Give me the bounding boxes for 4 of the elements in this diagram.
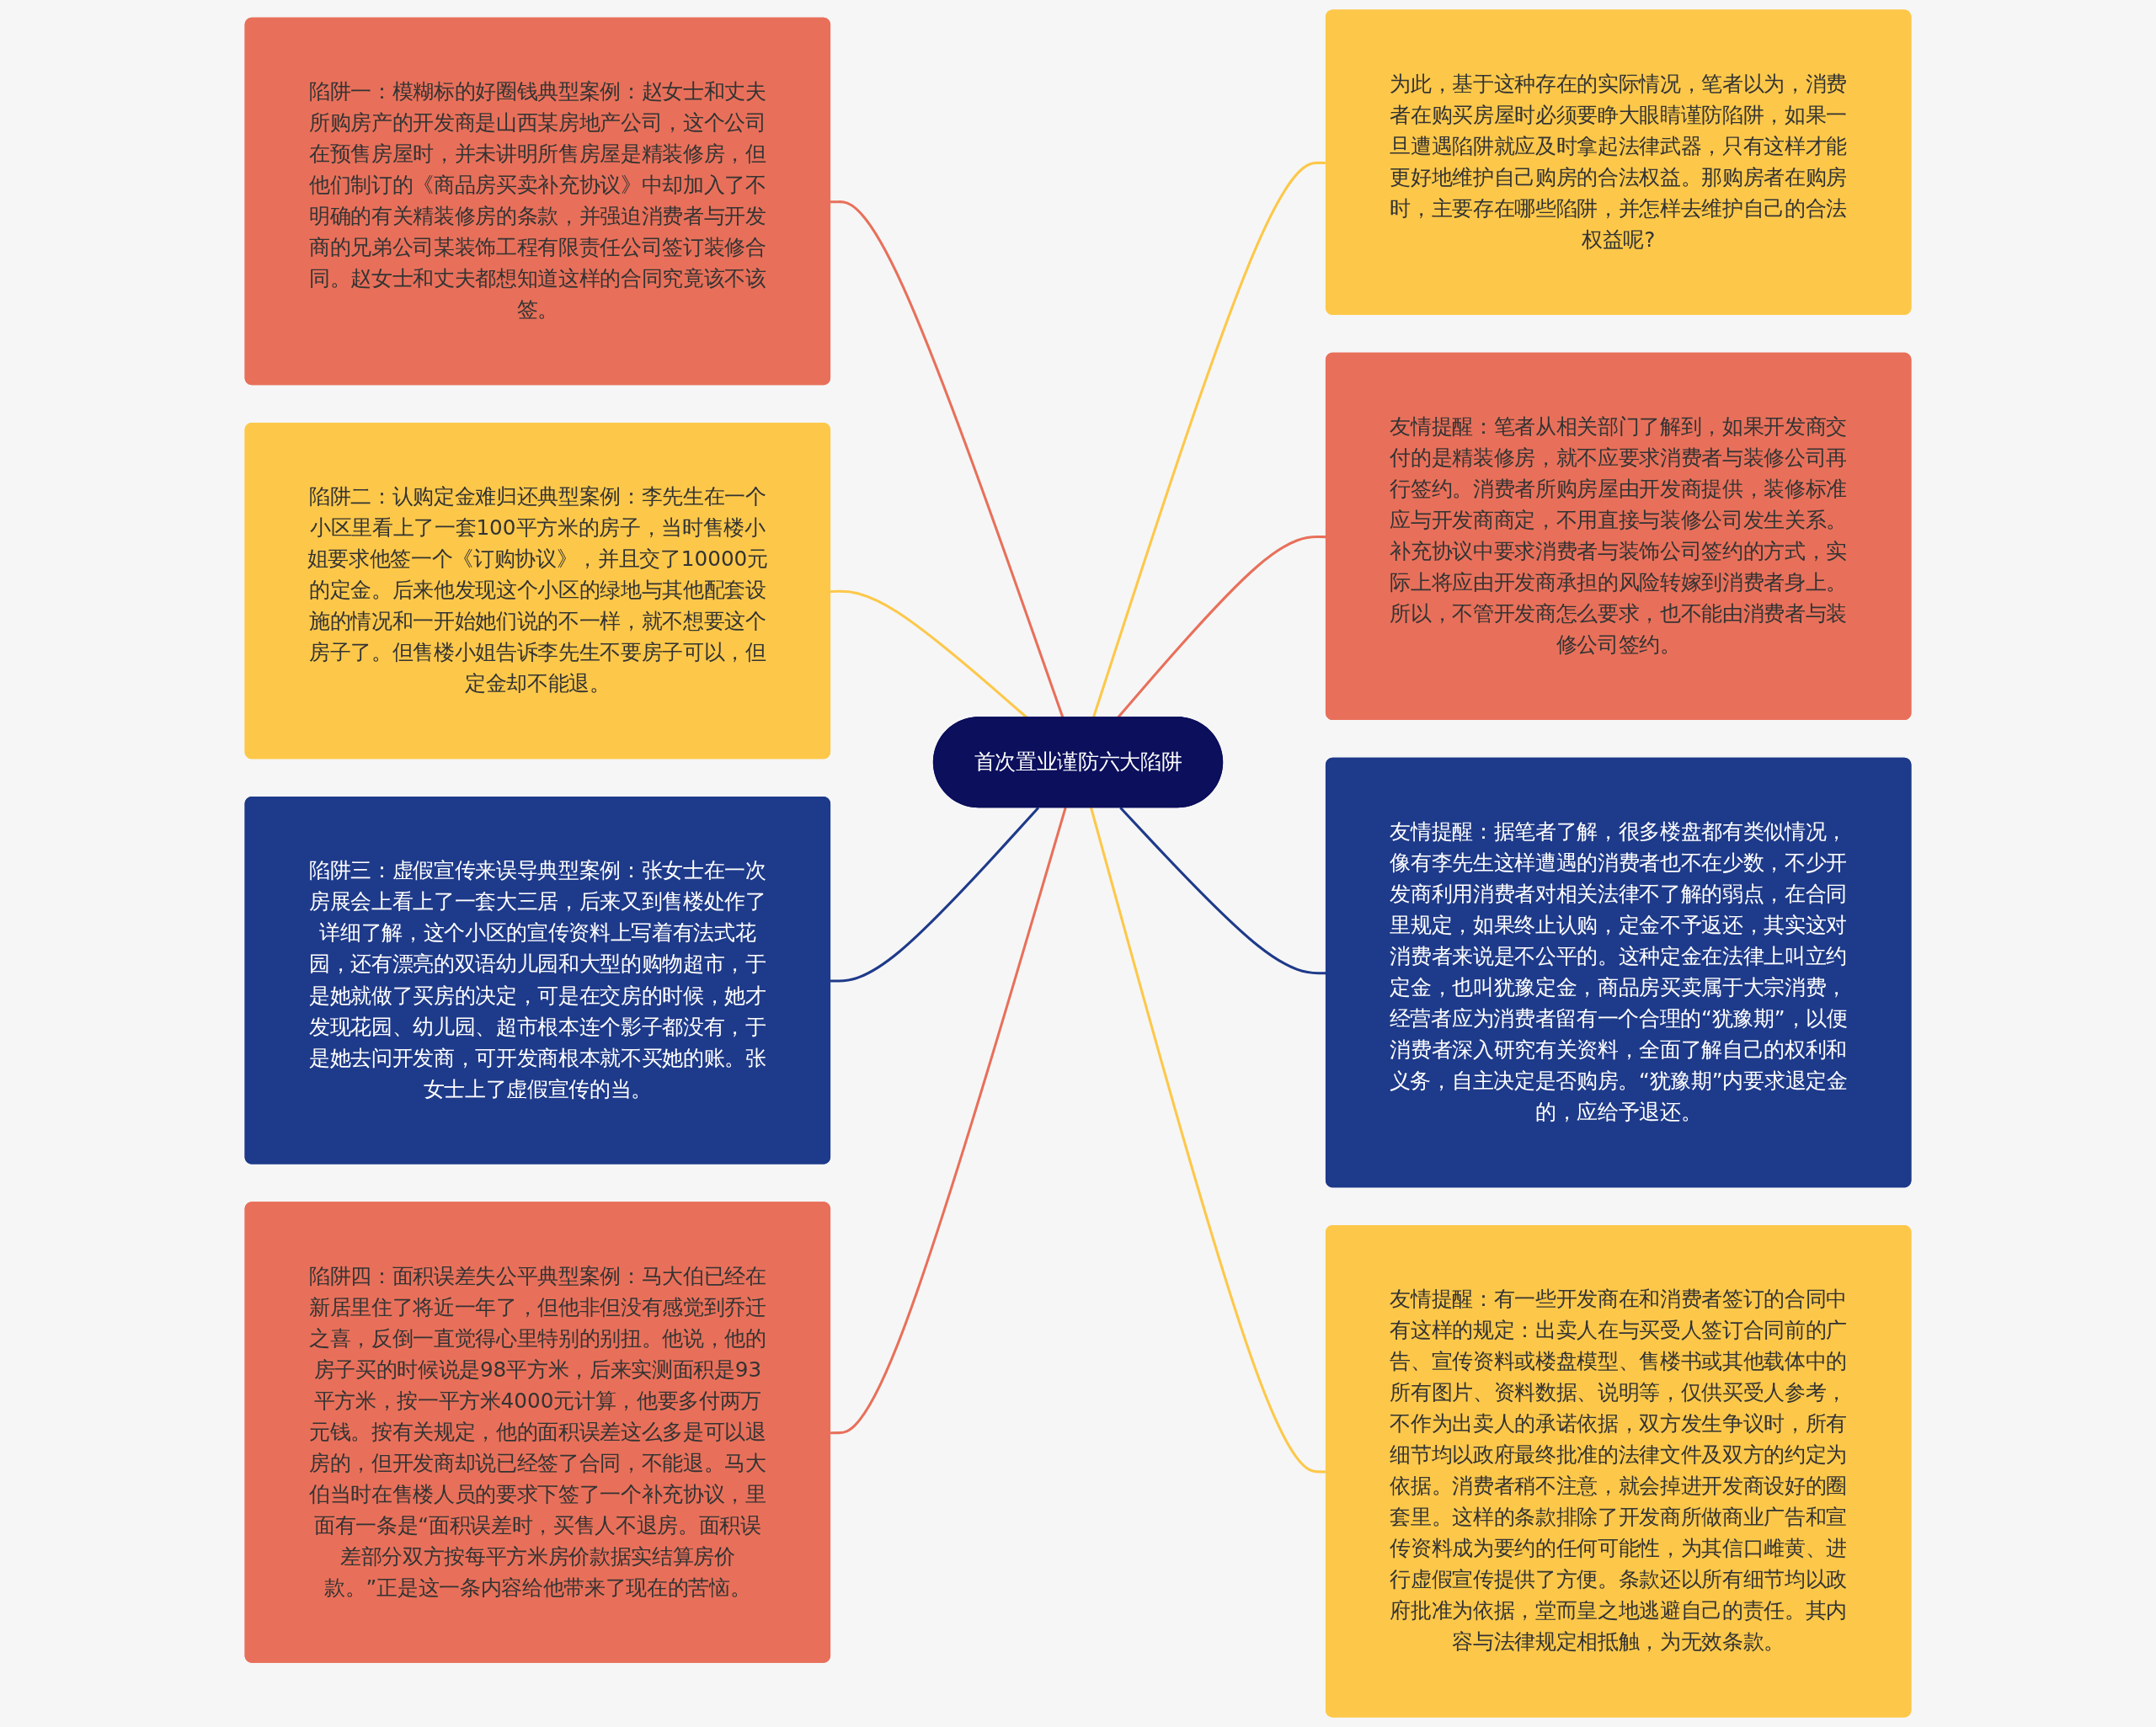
connector: [830, 807, 1040, 983]
connector: [830, 589, 1028, 719]
connector: [830, 200, 1065, 719]
connector: [830, 807, 1067, 1435]
